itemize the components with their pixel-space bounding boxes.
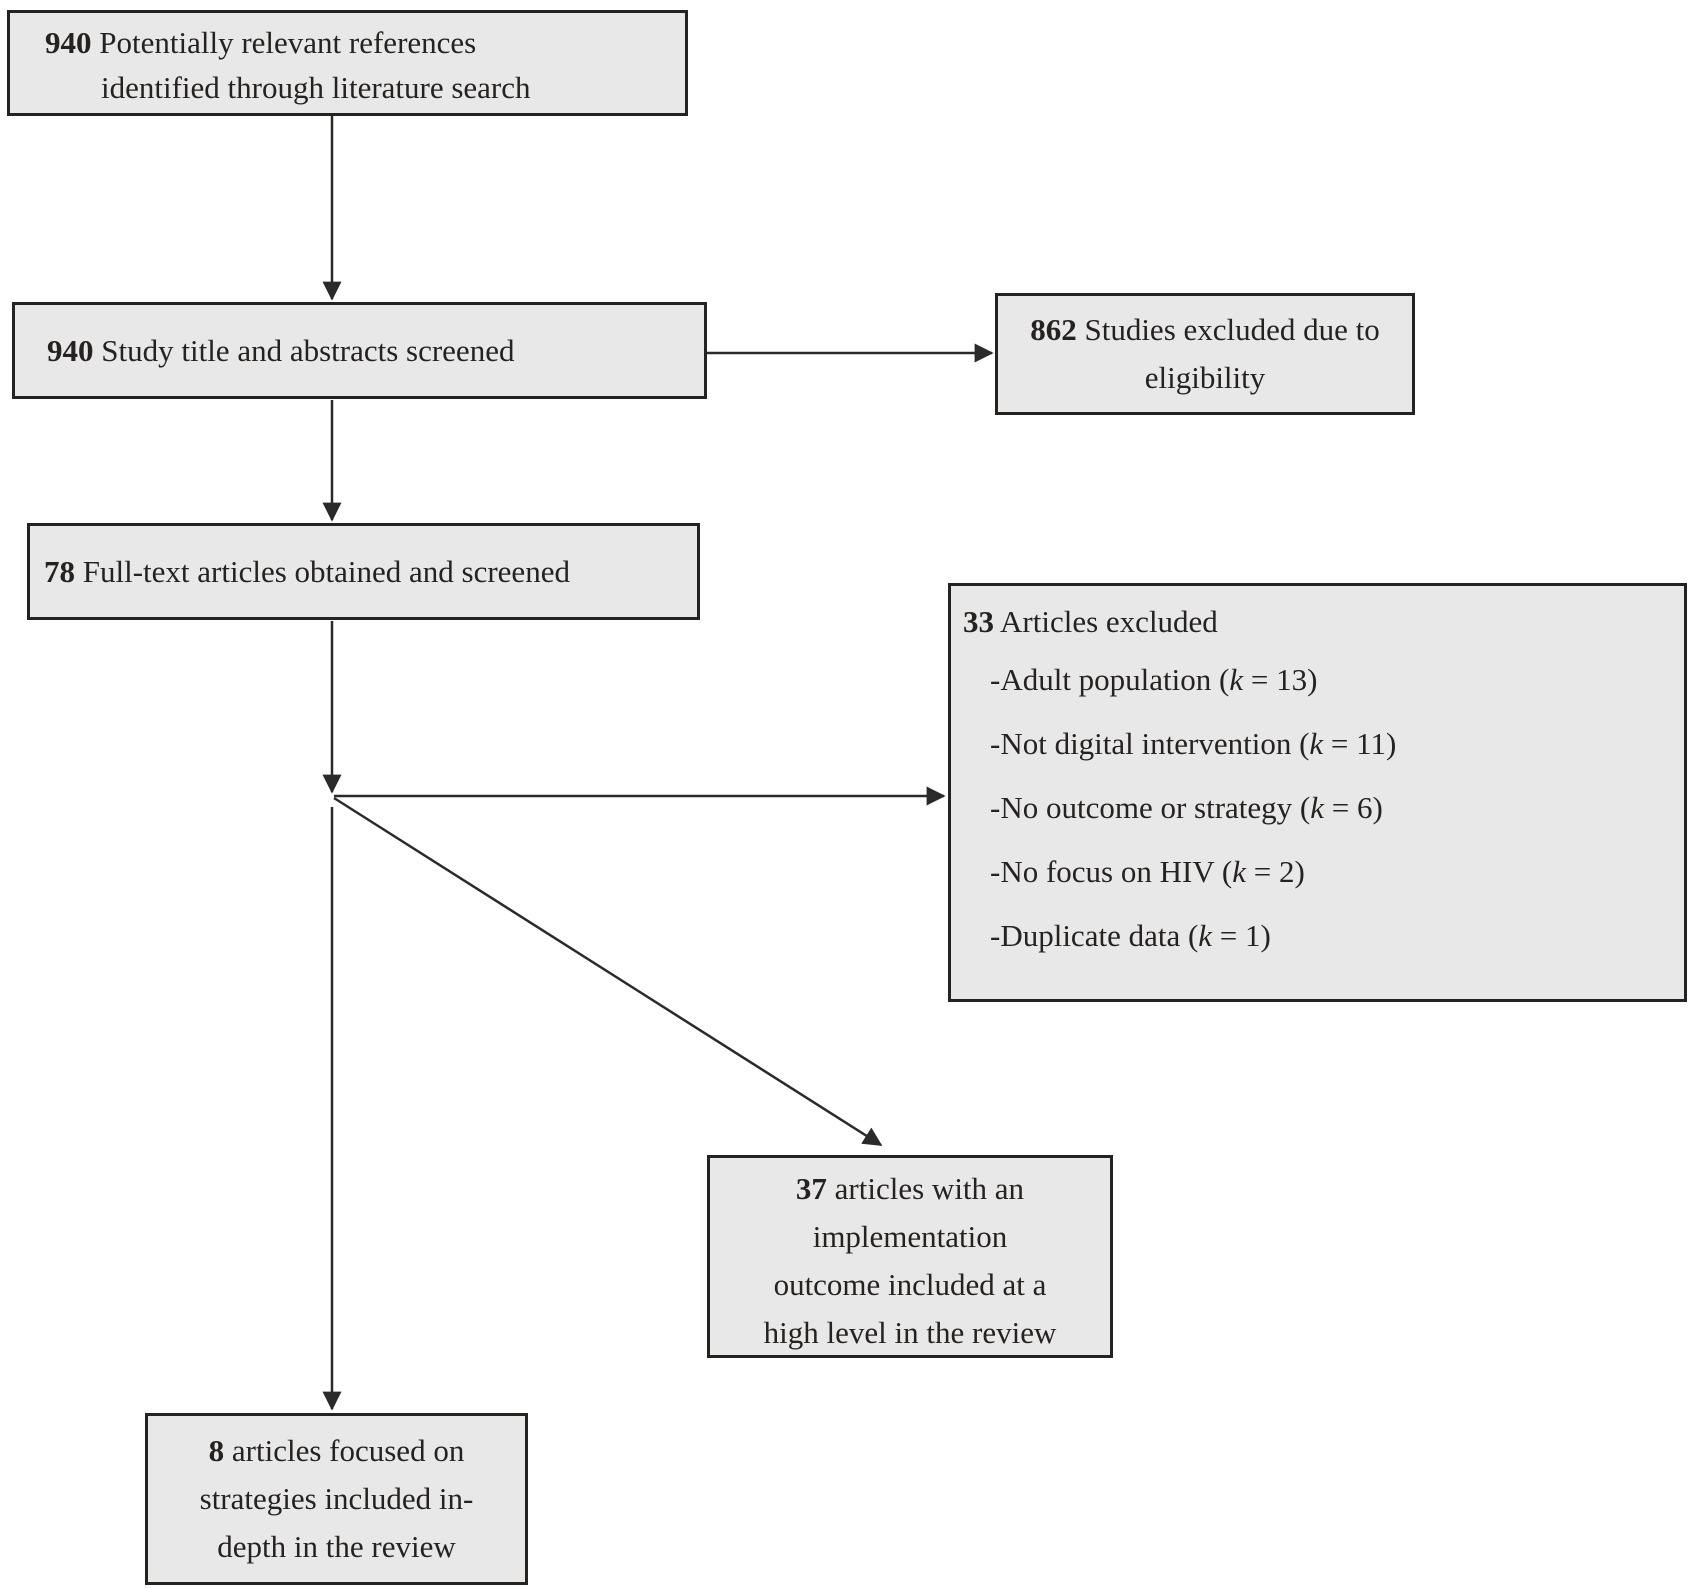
box-implementation-line1: 37 articles with an [710, 1165, 1110, 1213]
text-fulltext: Full-text articles obtained and screened [75, 554, 570, 589]
text-strategies-line1: articles focused on [224, 1433, 465, 1468]
text-implementation-line3: outcome included at a [773, 1267, 1047, 1302]
box-strategies-line1: 8 articles focused on [148, 1427, 525, 1475]
box-fulltext-screened-line: 78 Full-text articles obtained and scree… [44, 549, 570, 594]
count-articles-excluded: 33 [963, 604, 994, 639]
exclusion-reason-not-digital: -Not digital intervention (k = 11) [963, 712, 1678, 776]
exclusion-reason-k: k [1198, 918, 1213, 953]
exclusion-reason-text: -Not digital intervention ( [990, 726, 1310, 761]
text-identified-line2: identified through literature search [101, 70, 531, 105]
box-implementation-line3: outcome included at a [710, 1261, 1110, 1309]
exclusion-reason-k: k [1229, 662, 1244, 697]
exclusion-reason-k: k [1232, 854, 1246, 889]
exclusion-reason-text: -Adult population ( [990, 662, 1230, 697]
count-screened: 940 [47, 333, 94, 368]
exclusion-reason-count: = 1) [1212, 918, 1271, 953]
exclusion-reason-k: k [1310, 790, 1324, 825]
box-references-identified: 940 Potentially relevant references iden… [7, 10, 688, 116]
text-eligibility-line1: Studies excluded due to [1076, 312, 1380, 347]
box-studies-excluded-eligibility: 862 Studies excluded due to eligibility [995, 293, 1415, 415]
exclusion-reason-k: k [1309, 726, 1324, 761]
text-implementation-line1: articles with an [826, 1171, 1025, 1206]
box-references-identified-line1: 940 Potentially relevant references [10, 20, 685, 65]
exclusion-reason-text: -Duplicate data ( [990, 918, 1199, 953]
exclusion-reason-count: = 6) [1324, 790, 1383, 825]
exclusion-reason-text: -No focus on HIV ( [990, 854, 1233, 889]
count-eligibility-excluded: 862 [1030, 312, 1077, 347]
exclusion-reason-count: = 2) [1245, 854, 1305, 889]
articles-excluded-title: 33 Articles excluded [963, 596, 1678, 648]
arrow-junction-to-implementation-outcome [333, 796, 883, 1147]
exclusion-reason-text: -No outcome or strategy ( [990, 790, 1311, 825]
box-strategies-line3: depth in the review [148, 1523, 525, 1571]
text-implementation-line2: implementation [812, 1219, 1008, 1254]
box-titles-abstracts-screened: 940 Study title and abstracts screened [12, 302, 707, 399]
exclusion-reason-adult-population: -Adult population (k = 13) [963, 648, 1678, 712]
text-implementation-line4: high level in the review [763, 1315, 1057, 1350]
exclusion-reason-no-hiv-focus: -No focus on HIV (k = 2) [963, 840, 1678, 904]
text-strategies-line2: strategies included in- [199, 1481, 474, 1516]
box-implementation-line2: implementation [710, 1213, 1110, 1261]
box-eligibility-line1: 862 Studies excluded due to [998, 306, 1412, 354]
exclusion-reason-duplicate-data: -Duplicate data (k = 1) [963, 904, 1678, 968]
box-references-identified-line2: identified through literature search [10, 65, 685, 110]
box-articles-excluded: 33 Articles excluded -Adult population (… [948, 583, 1687, 1002]
box-implementation-line4: high level in the review [710, 1309, 1110, 1357]
text-screened: Study title and abstracts screened [93, 333, 515, 368]
box-eligibility-line2: eligibility [998, 354, 1412, 402]
box-strategies-line2: strategies included in- [148, 1475, 525, 1523]
count-fulltext: 78 [44, 554, 75, 589]
box-implementation-outcome: 37 articles with an implementation outco… [707, 1155, 1113, 1358]
exclusion-reason-count: = 13) [1243, 662, 1318, 697]
box-strategies-indepth: 8 articles focused on strategies include… [145, 1413, 528, 1585]
exclusion-reason-no-outcome: -No outcome or strategy (k = 6) [963, 776, 1678, 840]
box-fulltext-screened: 78 Full-text articles obtained and scree… [27, 523, 700, 620]
count-implementation: 37 [795, 1171, 827, 1206]
exclusion-reason-count: = 11) [1323, 726, 1397, 761]
text-articles-excluded-title: Articles excluded [994, 604, 1218, 639]
text-strategies-line3: depth in the review [217, 1529, 456, 1564]
count-strategies: 8 [208, 1433, 225, 1468]
text-identified-line1: Potentially relevant references [91, 25, 477, 60]
text-eligibility-line2: eligibility [1144, 360, 1266, 395]
box-titles-abstracts-screened-line: 940 Study title and abstracts screened [47, 328, 514, 373]
count-identified: 940 [45, 25, 92, 60]
